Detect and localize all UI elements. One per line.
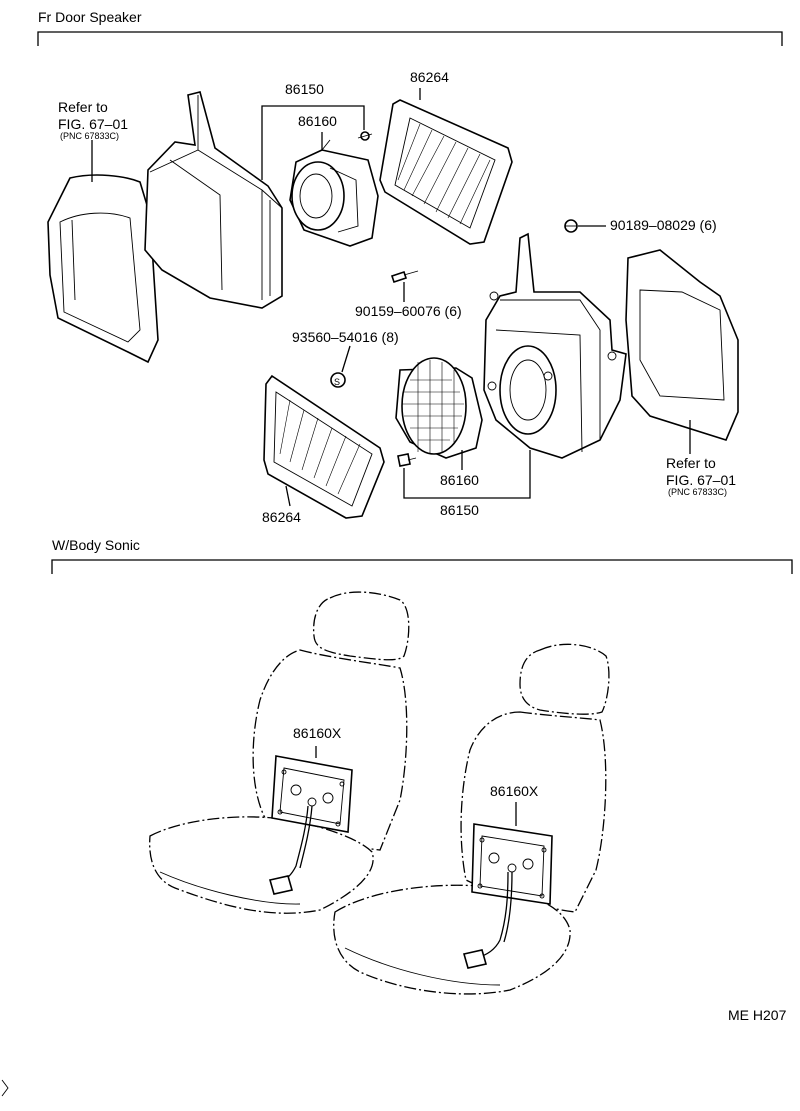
speaker-unit-left (289, 139, 379, 247)
ref-label-left-line3: (PNC 67833C) (60, 131, 119, 141)
screw-s-label: S (334, 377, 340, 387)
headrest-right (519, 643, 610, 715)
leader-86264-bottom (285, 485, 291, 507)
ref-label-left-line2: FIG. 67–01 (58, 116, 128, 132)
screw-top (357, 131, 373, 141)
seat-cushion-left (149, 816, 374, 914)
headrest-left (312, 591, 410, 661)
section-title-body-sonic: W/Body Sonic (52, 537, 140, 553)
section-title-door-speaker: Fr Door Speaker (38, 9, 142, 25)
section-bracket-body-sonic (51, 559, 793, 574)
part-label-86160-top: 86160 (298, 113, 337, 129)
body-sonic-transducer-right (471, 823, 553, 905)
nut-90189 (564, 219, 578, 233)
speaker-grille-bottom (263, 374, 385, 519)
body-sonic-transducer-left (271, 755, 353, 833)
screw-bottom (397, 453, 417, 467)
ref-label-right-line2: FIG. 67–01 (666, 472, 736, 488)
part-label-86150-bottom: 86150 (440, 502, 479, 518)
speaker-grille-top (379, 99, 513, 245)
part-label-86264-top: 86264 (410, 69, 449, 85)
ref-label-left-line1: Refer to (58, 99, 108, 115)
part-label-86264-bottom: 86264 (262, 509, 301, 525)
part-label-90189: 90189–08029 (6) (610, 217, 717, 233)
part-label-93560: 93560–54016 (8) (292, 329, 399, 345)
part-label-90159: 90159–60076 (6) (355, 303, 462, 319)
ref-label-right-line3: (PNC 67833C) (668, 487, 727, 497)
section-bracket-door-speaker (37, 31, 783, 46)
speaker-unit-bottom (395, 357, 483, 459)
part-label-86160x-left: 86160X (293, 725, 342, 741)
leader-93560 (341, 345, 351, 373)
screw-90159 (390, 270, 419, 284)
leader-86150-top (261, 105, 365, 180)
connector-right (462, 949, 488, 969)
margin-mark (1, 1079, 9, 1097)
screw-s-symbol (330, 372, 346, 388)
ref-label-right-line1: Refer to (666, 455, 716, 471)
service-hole-cover-right (625, 249, 739, 441)
seat-left (149, 591, 410, 914)
speaker-box-left (144, 91, 283, 309)
connector-left (268, 875, 294, 895)
leader-86150-bottom (403, 450, 531, 499)
speaker-box-right (483, 232, 627, 459)
part-label-86150-top: 86150 (285, 81, 324, 97)
harness-left-2 (299, 805, 313, 869)
service-hole-cover-left (47, 174, 159, 364)
part-label-86160-bottom: 86160 (440, 472, 479, 488)
harness-right-2 (503, 871, 513, 943)
diagram-code: ME H207 (728, 1007, 787, 1023)
part-label-86160x-right: 86160X (490, 783, 539, 799)
